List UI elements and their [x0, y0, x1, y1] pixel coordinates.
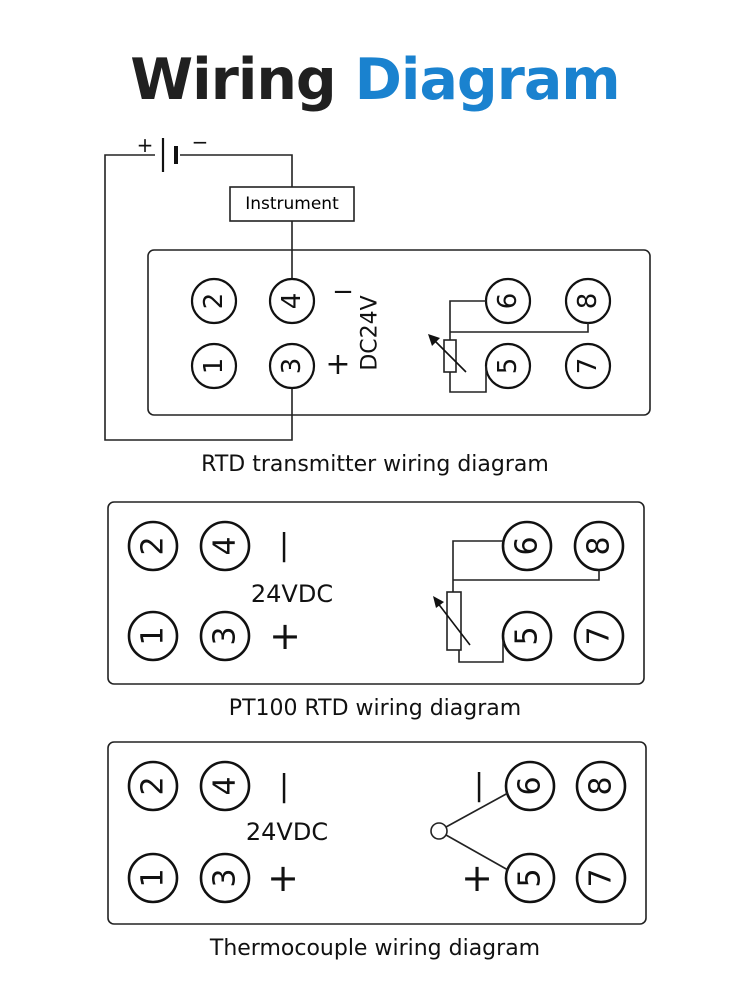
plus-sign: + [267, 856, 299, 900]
svg-text:3: 3 [277, 358, 307, 375]
thermocouple-junction [430, 822, 448, 840]
title-wiring: Wiring [130, 47, 336, 113]
rtd-resistor-arrow [436, 601, 471, 646]
svg-text:6: 6 [510, 536, 545, 555]
thermocouple-wire-negative [445, 792, 509, 828]
rtd-transmitter-diagram: + − Instrument 2 4 1 3 6 8 5 7 − + DC24V [104, 130, 651, 441]
svg-text:1: 1 [136, 868, 171, 887]
battery-to-instrument-wire [180, 154, 293, 187]
svg-text:8: 8 [584, 776, 619, 795]
instrument-label: Instrument [245, 194, 339, 214]
rtd-resistor [446, 591, 462, 651]
svg-text:4: 4 [277, 293, 307, 310]
terminal-7: 7 [564, 342, 612, 390]
svg-text:4: 4 [208, 776, 243, 795]
svg-text:1: 1 [136, 626, 171, 645]
terminal-7: 7 [573, 610, 625, 662]
svg-text:5: 5 [493, 358, 523, 375]
terminal-6: 6 [501, 520, 553, 572]
pt100-caption: PT100 RTD wiring diagram [228, 696, 522, 721]
terminal-4: 4 [199, 520, 251, 572]
rtd-arrow-head [433, 596, 444, 608]
svg-text:2: 2 [136, 536, 171, 555]
svg-text:8: 8 [582, 536, 617, 555]
terminal-8: 8 [575, 760, 627, 812]
module-frame-2 [107, 501, 645, 685]
terminal-6: 6 [484, 277, 532, 325]
terminal-7: 7 [575, 852, 627, 904]
supply-minus-sign: − [332, 277, 354, 307]
svg-text:4: 4 [208, 536, 243, 555]
supply-voltage-label: DC24V [358, 295, 383, 370]
supply-voltage-label: 24VDC [246, 818, 328, 846]
rtd-resistor-arrow [433, 339, 467, 373]
supply-voltage-label: 24VDC [251, 580, 333, 608]
battery-plus-sign: + [137, 133, 154, 157]
terminal-8: 8 [564, 277, 612, 325]
terminal-2: 2 [190, 277, 238, 325]
rtd-wire-to-8 [450, 323, 589, 333]
terminal-6: 6 [504, 760, 556, 812]
terminal-3: 3 [268, 342, 316, 390]
terminal-3: 3 [199, 610, 251, 662]
svg-text:6: 6 [513, 776, 548, 795]
terminal-5: 5 [484, 342, 532, 390]
terminal-8: 8 [573, 520, 625, 572]
instrument-box [229, 186, 355, 222]
svg-text:3: 3 [208, 626, 243, 645]
title-diagram: Diagram [354, 47, 621, 113]
minus-sign: | [279, 769, 289, 804]
svg-text:8: 8 [573, 293, 603, 310]
plus-sign: + [269, 614, 301, 658]
terminal-4: 4 [268, 277, 316, 325]
svg-text:5: 5 [513, 868, 548, 887]
terminal-5: 5 [504, 852, 556, 904]
svg-text:7: 7 [584, 868, 619, 887]
svg-text:2: 2 [136, 776, 171, 795]
rtd-wire-to-8 [453, 570, 600, 581]
module-frame-3 [107, 741, 647, 925]
terminal-2: 2 [127, 760, 179, 812]
terminal-1: 1 [127, 610, 179, 662]
tc-minus-sign: | [474, 768, 484, 803]
svg-text:5: 5 [510, 626, 545, 645]
power-loop-wire [104, 154, 293, 441]
terminal-1: 1 [190, 342, 238, 390]
terminal-4: 4 [199, 760, 251, 812]
svg-text:3: 3 [208, 868, 243, 887]
tc-plus-sign: + [461, 856, 493, 900]
battery-minus-sign: − [192, 130, 209, 154]
svg-text:2: 2 [199, 293, 229, 310]
thermocouple-caption: Thermocouple wiring diagram [209, 936, 541, 961]
rtd-wire-to-5 [449, 366, 487, 393]
svg-text:6: 6 [493, 293, 523, 310]
module-frame-1 [147, 249, 651, 416]
thermocouple-wire-positive [445, 834, 509, 871]
svg-text:7: 7 [573, 358, 603, 375]
terminal-5: 5 [501, 610, 553, 662]
terminal-3: 3 [199, 852, 251, 904]
svg-text:1: 1 [199, 358, 229, 375]
rtd-wire-to-6 [449, 300, 486, 340]
terminal-1: 1 [127, 852, 179, 904]
rtd-arrow-head [428, 334, 440, 346]
rtd-wire-to-6 [452, 540, 503, 592]
rtd-wire-to-5 [458, 640, 504, 663]
minus-sign: | [279, 528, 289, 563]
thermocouple-diagram: 2 4 1 3 6 8 5 7 | 24VDC + | + [107, 741, 647, 925]
terminal-2: 2 [127, 520, 179, 572]
rtd-transmitter-caption: RTD transmitter wiring diagram [201, 452, 549, 477]
supply-plus-sign: + [325, 347, 350, 382]
page-title: Wiring Diagram [0, 45, 750, 115]
svg-text:7: 7 [582, 626, 617, 645]
pt100-rtd-diagram: 2 4 1 3 6 8 5 7 | 24VDC + [107, 501, 645, 685]
